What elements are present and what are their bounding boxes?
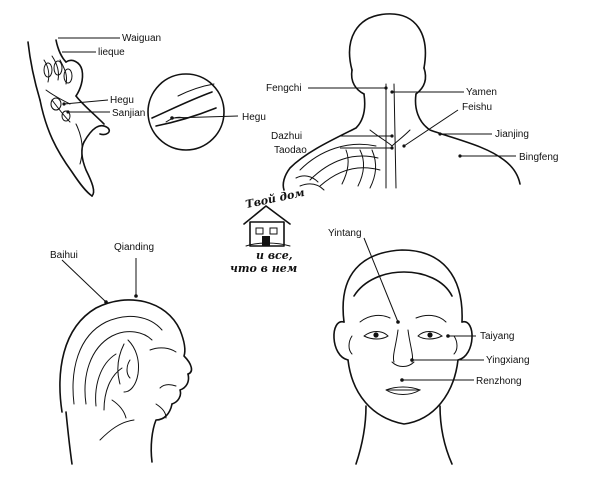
inset-label-hegu: Hegu (242, 112, 266, 123)
face-drawing (333, 249, 473, 465)
label-yingxiang: Yingxiang (486, 355, 530, 366)
hand-drawing (27, 39, 111, 197)
label-lieque: lieque (98, 47, 125, 58)
label-waiguan: Waiguan (122, 33, 161, 44)
label-hegu: Hegu (110, 95, 134, 106)
label-jianjing: Jianjing (495, 129, 529, 140)
hegu-inset: Hegu (147, 73, 266, 151)
watermark-line1: Твой дом (244, 186, 305, 211)
label-taiyang: Taiyang (480, 331, 514, 342)
label-sanjian: Sanjian (112, 108, 145, 119)
house-icon (243, 205, 291, 247)
label-bingfeng: Bingfeng (519, 152, 558, 163)
side-head-drawing (59, 299, 193, 465)
label-qianding: Qianding (114, 242, 154, 253)
label-taodao: Taodao (274, 145, 307, 156)
label-dazhui: Dazhui (271, 131, 302, 142)
label-baihui: Baihui (50, 250, 78, 261)
side-head-panel: Baihui Qianding (50, 242, 193, 465)
hand-panel: Waiguan lieque Hegu Sanjian Hegu (27, 33, 266, 197)
label-renzhong: Renzhong (476, 376, 522, 387)
label-yamen: Yamen (466, 87, 497, 98)
label-feishu: Feishu (462, 102, 492, 113)
watermark-logo: Твой дом и все, что в нем (230, 186, 306, 275)
back-panel: Fengchi Yamen Feishu Dazhui Jianjing Tao… (266, 13, 558, 191)
label-fengchi: Fengchi (266, 83, 302, 94)
watermark-line3: что в нем (230, 262, 297, 275)
watermark-line2: и все, (256, 249, 293, 262)
label-yintang: Yintang (328, 228, 362, 239)
face-panel: Yintang Taiyang Yingxiang Renzhong (328, 228, 530, 465)
back-head-drawing (282, 13, 521, 191)
